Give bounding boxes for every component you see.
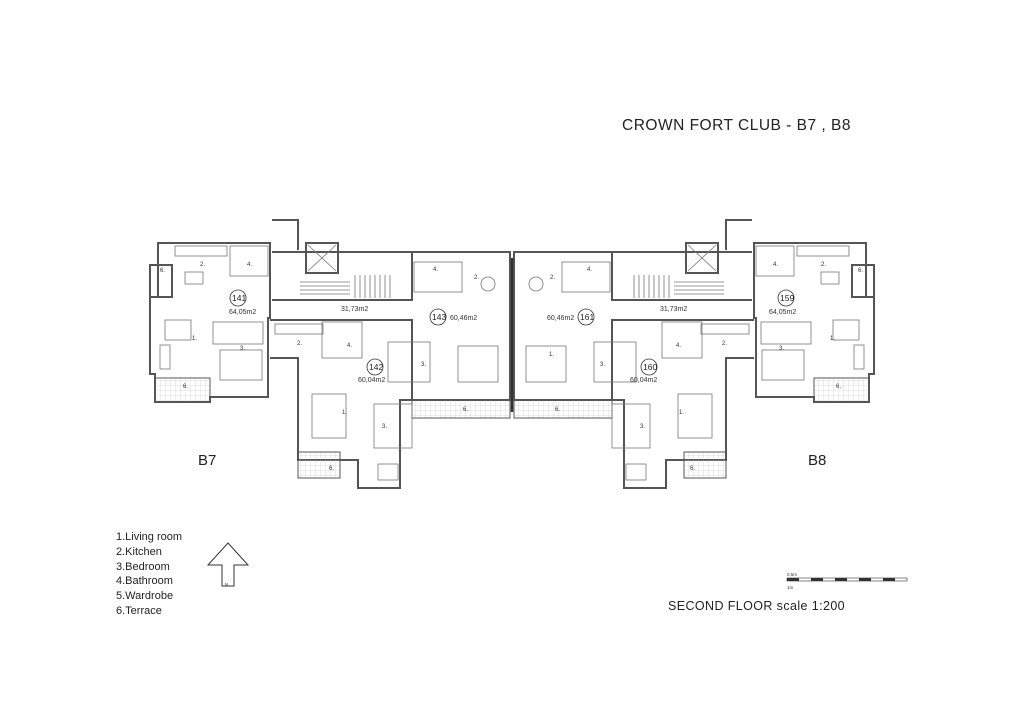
room-label: 6. <box>555 407 560 413</box>
unit-area: 60,04m2 <box>630 377 657 384</box>
room-label: 1. <box>679 410 684 416</box>
scale-bar-top-label: 0,5m <box>787 572 797 577</box>
scale-bar-bottom-label: 1m <box>787 585 794 590</box>
room-label: 3. <box>240 346 245 352</box>
legend-item: 4.Bathroom <box>116 575 173 588</box>
unit-area: 60,46m2 <box>547 315 574 322</box>
scale-bar: 0,5m 1m <box>786 572 908 590</box>
room-label: 6. <box>329 466 334 472</box>
unit-number: 161 <box>580 312 594 322</box>
building-b8-plan <box>513 219 875 489</box>
unit-badges: 141 64,05m2 142 60,04m2 143 60,46m2 161 … <box>229 289 796 384</box>
room-label: 6. <box>183 384 188 390</box>
room-legend: 1.Living room 2.Kitchen 3.Bedroom 4.Bath… <box>116 530 182 619</box>
room-label: 2. <box>474 275 479 281</box>
unit-number: 142 <box>369 362 383 372</box>
unit-area: 60,04m2 <box>358 377 385 384</box>
legend-item: 5.Wardrobe <box>116 590 174 603</box>
legend-item: 3.Bedroom <box>116 560 170 573</box>
room-label: 2. <box>297 341 302 347</box>
legend-item: 2.Kitchen <box>116 545 162 558</box>
room-labels: 2. 4. 6. 1. 3. 6. 2. 4. 1. 3. 6. 4. 2. 3… <box>160 262 863 472</box>
room-label: 4. <box>587 267 592 273</box>
unit-area: 64,05m2 <box>229 309 256 316</box>
room-label: 1. <box>192 336 197 342</box>
room-label: 6. <box>858 268 863 274</box>
north-arrow-icon: N <box>206 542 250 587</box>
unit-number: 141 <box>232 293 246 303</box>
room-label: 6. <box>463 407 468 413</box>
stair-area: 31,73m2 <box>341 306 368 313</box>
legend-item: 6.Terrace <box>116 604 162 617</box>
room-label: 4. <box>347 343 352 349</box>
building-label-b8: B8 <box>808 452 827 469</box>
unit-number: 143 <box>432 312 446 322</box>
room-label: 2. <box>821 262 826 268</box>
room-label: 1. <box>342 410 347 416</box>
room-label: 4. <box>676 343 681 349</box>
building-b7-plan <box>149 219 511 489</box>
unit-area: 64,05m2 <box>769 309 796 316</box>
floor-scale-caption: SECOND FLOOR scale 1:200 <box>668 599 846 613</box>
room-label: 6. <box>160 268 165 274</box>
building-label-b7: B7 <box>198 452 217 469</box>
room-label: 6. <box>690 466 695 472</box>
plan-title: CROWN FORT CLUB - B7 , B8 <box>622 117 851 134</box>
room-label: 3. <box>779 346 784 352</box>
room-label: 2. <box>550 275 555 281</box>
room-label: 3. <box>600 362 605 368</box>
room-label: 1. <box>830 336 835 342</box>
b7-interior-details <box>159 244 499 481</box>
north-arrow-label: N <box>225 582 228 587</box>
room-label: 2. <box>722 341 727 347</box>
room-label: 3. <box>640 424 645 430</box>
room-label: 1. <box>549 352 554 358</box>
unit-area: 60,46m2 <box>450 315 477 322</box>
room-label: 4. <box>433 267 438 273</box>
room-label: 4. <box>773 262 778 268</box>
unit-number: 159 <box>780 293 794 303</box>
unit-number: 160 <box>643 362 657 372</box>
room-label: 3. <box>382 424 387 430</box>
room-label: 3. <box>421 362 426 368</box>
room-label: 4. <box>247 262 252 268</box>
stair-area: 31,73m2 <box>660 306 687 313</box>
room-label: 2. <box>200 262 205 268</box>
room-label: 6. <box>836 384 841 390</box>
legend-item: 1.Living room <box>116 531 183 543</box>
